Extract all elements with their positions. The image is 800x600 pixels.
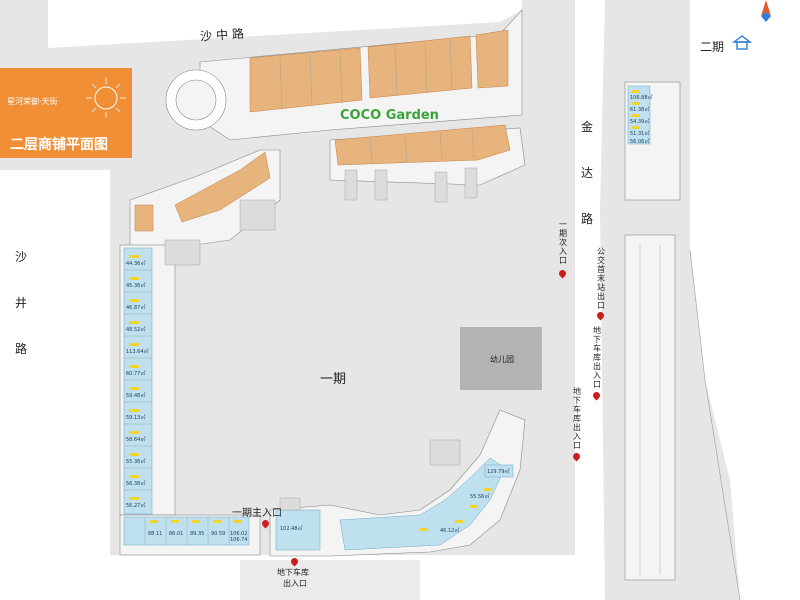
entrance-char: 首 — [597, 265, 605, 274]
main-entrance-label: 一期主入口 — [232, 508, 282, 519]
sun-logo-icon — [86, 78, 126, 118]
entrance-char: 口 — [559, 256, 567, 265]
road-label-top: 沙中路 — [199, 26, 249, 44]
unit-area: 45.36㎡ — [126, 282, 145, 289]
entrance-char: 站 — [597, 283, 605, 292]
phase2-unit-labels: 106.88㎡ 61.38㎡ 54.39㎡ 51.31㎡ 56.06㎡ — [630, 94, 653, 145]
phase2-building — [624, 81, 681, 581]
entrance-char: 入 — [593, 371, 601, 380]
unit-area: 61.38㎡ — [630, 106, 649, 113]
entrance-char: 出 — [573, 423, 581, 432]
entrance-char: 库 — [573, 414, 581, 423]
entrance-char: 地 — [573, 387, 581, 396]
unit-area: 58.64㎡ — [126, 436, 145, 443]
road-label-char: 井 — [14, 296, 27, 310]
unit-area: 90.59 — [211, 531, 225, 537]
entrance-char: 下 — [593, 335, 601, 344]
entrance-char: 出 — [593, 362, 601, 371]
entrance-char: 交 — [597, 256, 605, 265]
entrance-char: 口 — [597, 301, 605, 310]
phase1-label: 一期 — [320, 372, 347, 387]
entrance-char: 地 — [593, 326, 601, 335]
entrance-char: 下 — [573, 396, 581, 405]
unit-area: 55.36㎡ — [126, 458, 145, 465]
entrance-char: 次 — [559, 238, 567, 247]
unit-area: 88.11 — [148, 531, 162, 537]
road-label-char: 路 — [580, 212, 593, 226]
unit-area: 56.06㎡ — [630, 138, 649, 145]
garden-shops — [334, 124, 511, 166]
entrance-char: 入 — [559, 247, 567, 256]
kindergarten-label: 幼儿园 — [490, 355, 514, 364]
unit-area: 59.13㎡ — [126, 414, 145, 421]
road-label-char: 沙 — [14, 250, 27, 264]
entrance-char: 口 — [593, 380, 601, 389]
entrance-char: 库 — [593, 353, 601, 362]
road-label-char: 路 — [14, 342, 27, 356]
north-shops — [249, 29, 509, 113]
unit-area: 55.56㎡ — [470, 493, 489, 500]
unit-area: 86.01 — [169, 531, 183, 537]
entrance-char: 入 — [573, 432, 581, 441]
unit-area: 89.35 — [190, 531, 204, 537]
road-label-char: 达 — [580, 166, 593, 180]
unit-area: 59.48㎡ — [126, 392, 145, 399]
page-title: 二层商铺平面图 — [10, 137, 108, 153]
garden-label: COCO Garden — [340, 108, 439, 123]
unit-area: 106.02 — [230, 531, 248, 537]
west-unit-labels: 44.36㎡ 45.36㎡ 46.87㎡ 48.52㎡ 113.64㎡ 60.7… — [126, 260, 149, 509]
unit-area: 44.36㎡ — [126, 260, 145, 267]
unit-area: 46.87㎡ — [126, 304, 145, 311]
price-tags — [129, 90, 640, 531]
entrance-char: 一 — [559, 220, 567, 229]
unit-area: 129.79㎡ — [487, 468, 510, 475]
road-label-char: 金 — [580, 120, 593, 134]
entrance-char: 出 — [597, 292, 605, 301]
garage-bottom-label: 出入口 — [283, 579, 307, 588]
north-arrow-icon — [761, 0, 771, 22]
southeast-unit-labels: 129.79㎡ 55.56㎡ 46.12㎡ 102.48㎡ — [280, 468, 510, 534]
unit-area: 60.77㎡ — [126, 370, 145, 377]
house-icon — [732, 35, 752, 50]
unit-area: 102.48㎡ — [280, 525, 303, 532]
unit-area: 106.88㎡ — [630, 94, 653, 101]
brand-name: 星河荣御·天街 — [7, 97, 58, 106]
kindergarten-block — [460, 327, 542, 390]
west-shops — [123, 247, 153, 515]
unit-area: 56.27㎡ — [126, 502, 145, 509]
title-banner: 星河荣御·天街 二层商铺平面图 — [0, 68, 132, 158]
unit-area: 48.52㎡ — [126, 326, 145, 333]
entrance-char: 公 — [597, 247, 605, 256]
unit-area: 56.38㎡ — [126, 480, 145, 487]
unit-area: 51.31㎡ — [630, 130, 649, 137]
unit-area: 54.39㎡ — [630, 118, 649, 125]
entrance-char: 末 — [597, 274, 605, 283]
entrance-char: 期 — [559, 229, 567, 238]
entrance-char: 车 — [573, 405, 581, 414]
unit-area: 106.74 — [230, 537, 248, 543]
phase2-label: 二期 — [700, 40, 725, 54]
southeast-shops — [275, 457, 514, 551]
entrance-char: 口 — [573, 441, 581, 450]
nw-shops — [134, 151, 271, 232]
garage-bottom-label: 地下车库 — [277, 568, 309, 577]
south-unit-labels: 88.11 86.01 89.35 90.59 106.02 106.74 — [148, 531, 248, 543]
unit-area: 113.64㎡ — [126, 348, 149, 355]
unit-area: 46.12㎡ — [440, 527, 459, 534]
entrance-char: 车 — [593, 344, 601, 353]
